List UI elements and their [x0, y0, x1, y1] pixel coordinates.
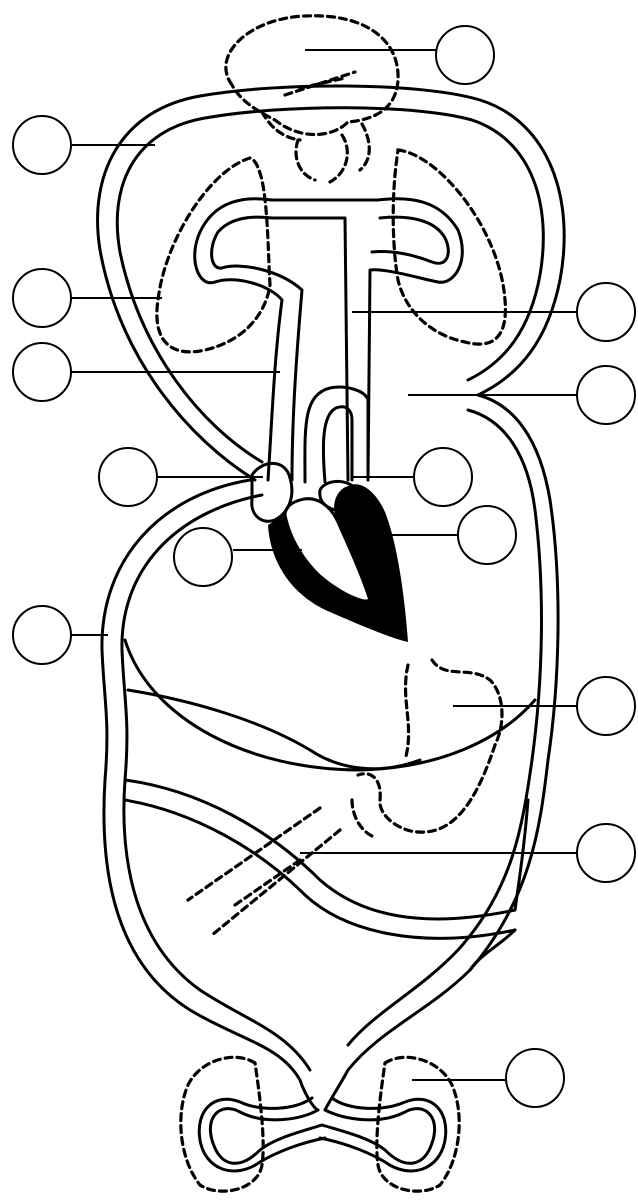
- label-left-atrium[interactable]: [414, 448, 472, 506]
- label-right-atrium[interactable]: [99, 448, 157, 506]
- lung-left-outline: [157, 158, 270, 352]
- heart: [252, 463, 408, 642]
- aorta-arch-vessel: [305, 387, 368, 482]
- body-loop-vessel: [102, 395, 558, 1110]
- kidney-left-outline: [181, 1057, 263, 1191]
- label-head-loop[interactable]: [13, 116, 71, 174]
- brain-outline: [226, 16, 398, 182]
- label-intestine[interactable]: [577, 824, 635, 882]
- label-kidney[interactable]: [506, 1049, 564, 1107]
- label-aorta-arch[interactable]: [577, 283, 635, 341]
- leader-lines: [72, 50, 582, 1080]
- label-liver[interactable]: [577, 677, 635, 735]
- kidney-vessels: [199, 1098, 446, 1171]
- upper-loop-vessel: [98, 86, 565, 480]
- label-lung-left[interactable]: [13, 269, 71, 327]
- label-body-loop[interactable]: [13, 606, 71, 664]
- label-brain[interactable]: [436, 26, 494, 84]
- label-aorta[interactable]: [577, 366, 635, 424]
- liver-outline: [352, 660, 502, 836]
- abdominal-vessels: [125, 640, 535, 970]
- label-right-ventricle[interactable]: [174, 528, 232, 586]
- label-pulmonary-artery[interactable]: [13, 343, 71, 401]
- label-left-ventricle[interactable]: [458, 506, 516, 564]
